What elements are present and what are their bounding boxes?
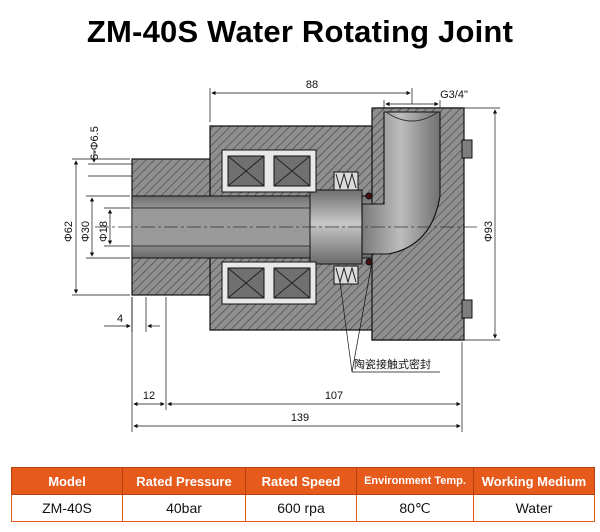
value-environment-temp: 80℃: [356, 494, 474, 522]
header-model: Model: [11, 467, 123, 495]
dim-139: 139: [133, 412, 461, 429]
dim-4-label: 4: [117, 313, 123, 325]
spec-value-row: ZM-40S 40bar 600 rpa 80℃ Water: [11, 494, 595, 522]
value-working-medium: Water: [473, 494, 595, 522]
header-rated-pressure: Rated Pressure: [122, 467, 246, 495]
spec-table: Model Rated Pressure Rated Speed Environ…: [11, 467, 595, 522]
technical-drawing: 88 G3/4" 6-Φ6.5 Φ62 Φ30 Φ18: [63, 79, 500, 432]
seal-callout: 陶瓷接触式密封: [339, 261, 440, 373]
header-rated-speed: Rated Speed: [245, 467, 357, 495]
header-environment-temp: Environment Temp.: [356, 467, 474, 495]
dim-d18-label: Φ18: [98, 221, 110, 242]
elbow-passage: [361, 111, 441, 255]
dim-d30: Φ30: [80, 195, 130, 259]
dim-d30-label: Φ30: [80, 221, 92, 242]
dim-88-label: 88: [306, 79, 318, 91]
seal-callout-label: 陶瓷接触式密封: [354, 357, 431, 371]
header-working-medium: Working Medium: [473, 467, 595, 495]
bolts: [461, 139, 473, 319]
dim-107-label: 107: [325, 390, 343, 402]
dim-12-107: 12 107: [131, 297, 463, 432]
bearings: [221, 149, 317, 305]
value-model: ZM-40S: [11, 494, 123, 522]
dim-88: 88: [209, 79, 413, 122]
dim-139-label: 139: [291, 412, 309, 424]
dim-holes-label: 6-Φ6.5: [89, 126, 101, 160]
dim-thread: G3/4": [383, 89, 468, 108]
value-rated-pressure: 40bar: [122, 494, 246, 522]
dim-holes: 6-Φ6.5: [88, 126, 132, 177]
dim-12-label: 12: [143, 390, 155, 402]
spec-header-row: Model Rated Pressure Rated Speed Environ…: [11, 467, 595, 495]
dim-d93-label: Φ93: [483, 221, 495, 242]
value-rated-speed: 600 rpa: [245, 494, 357, 522]
dim-d18: Φ18: [98, 207, 130, 247]
dim-thread-label: G3/4": [440, 89, 468, 101]
dim-d62-label: Φ62: [63, 221, 75, 242]
dim-d93: Φ93: [464, 107, 500, 341]
page-title: ZM-40S Water Rotating Joint: [86, 14, 514, 49]
dim-d62: Φ62: [63, 158, 130, 296]
